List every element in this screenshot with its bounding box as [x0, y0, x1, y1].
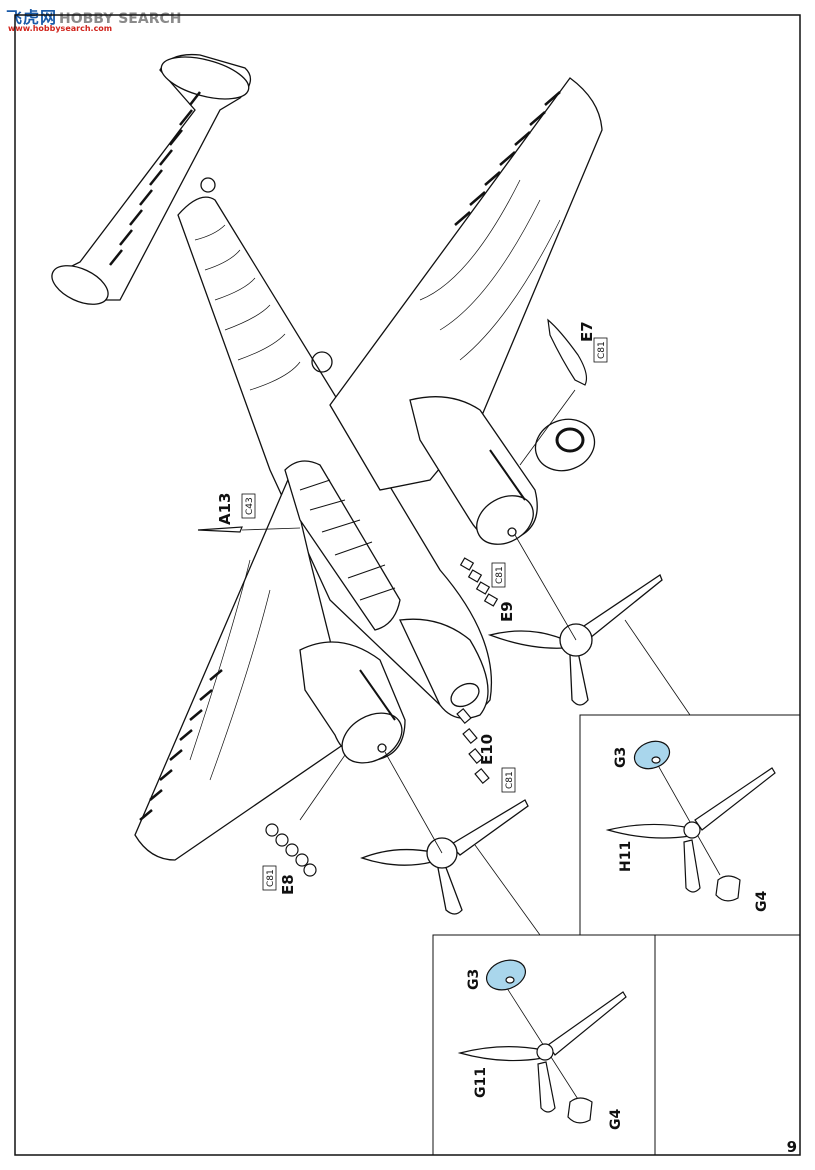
label-G4-top: G4 — [754, 891, 770, 912]
right-wing — [329, 77, 603, 491]
left-wing — [134, 472, 351, 861]
label-G4-bottom: G4 — [608, 1109, 624, 1130]
page-border — [14, 14, 801, 1156]
nose-section — [399, 618, 489, 719]
left-propeller — [360, 799, 529, 915]
label-G3-top: G3 — [613, 747, 629, 768]
label-E7: E7 — [578, 321, 596, 342]
left-engine-nacelle — [299, 641, 406, 764]
label-E10: E10 — [478, 734, 496, 765]
svg-text:C81: C81 — [505, 771, 515, 789]
exhaust-parts — [197, 318, 588, 877]
ref-box-C43: C43 — [241, 493, 256, 519]
right-engine-nacelle — [409, 396, 538, 545]
label-E9: E9 — [498, 601, 516, 622]
inset-bottom-propeller — [457, 959, 627, 1124]
canopy — [284, 460, 401, 631]
svg-text:C81: C81 — [597, 341, 607, 359]
inset-box-top — [579, 714, 801, 936]
inset-top-propeller — [605, 740, 776, 902]
label-G3-bottom: G3 — [466, 969, 482, 990]
main-wheel — [534, 418, 596, 472]
svg-text:C43: C43 — [245, 497, 255, 515]
part-labels: A13 C43 E7 C81 E9 C81 E10 C81 E8 — [216, 321, 770, 1130]
label-G11: G11 — [473, 1067, 489, 1098]
ref-box-C81-e7: C81 — [593, 337, 608, 363]
inset-box-bottom — [432, 934, 656, 1156]
label-E8: E8 — [279, 874, 297, 895]
tailplane — [51, 53, 252, 305]
svg-text:C81: C81 — [495, 566, 505, 584]
ref-box-C81-e8: C81 — [262, 865, 277, 891]
right-propeller — [487, 574, 663, 706]
label-A13: A13 — [216, 493, 234, 525]
page-number: 9 — [786, 1138, 797, 1156]
ref-box-C81-e9: C81 — [491, 562, 506, 588]
ref-box-C81-e10: C81 — [501, 767, 516, 793]
svg-text:C81: C81 — [266, 869, 276, 887]
label-H11: H11 — [618, 841, 634, 872]
